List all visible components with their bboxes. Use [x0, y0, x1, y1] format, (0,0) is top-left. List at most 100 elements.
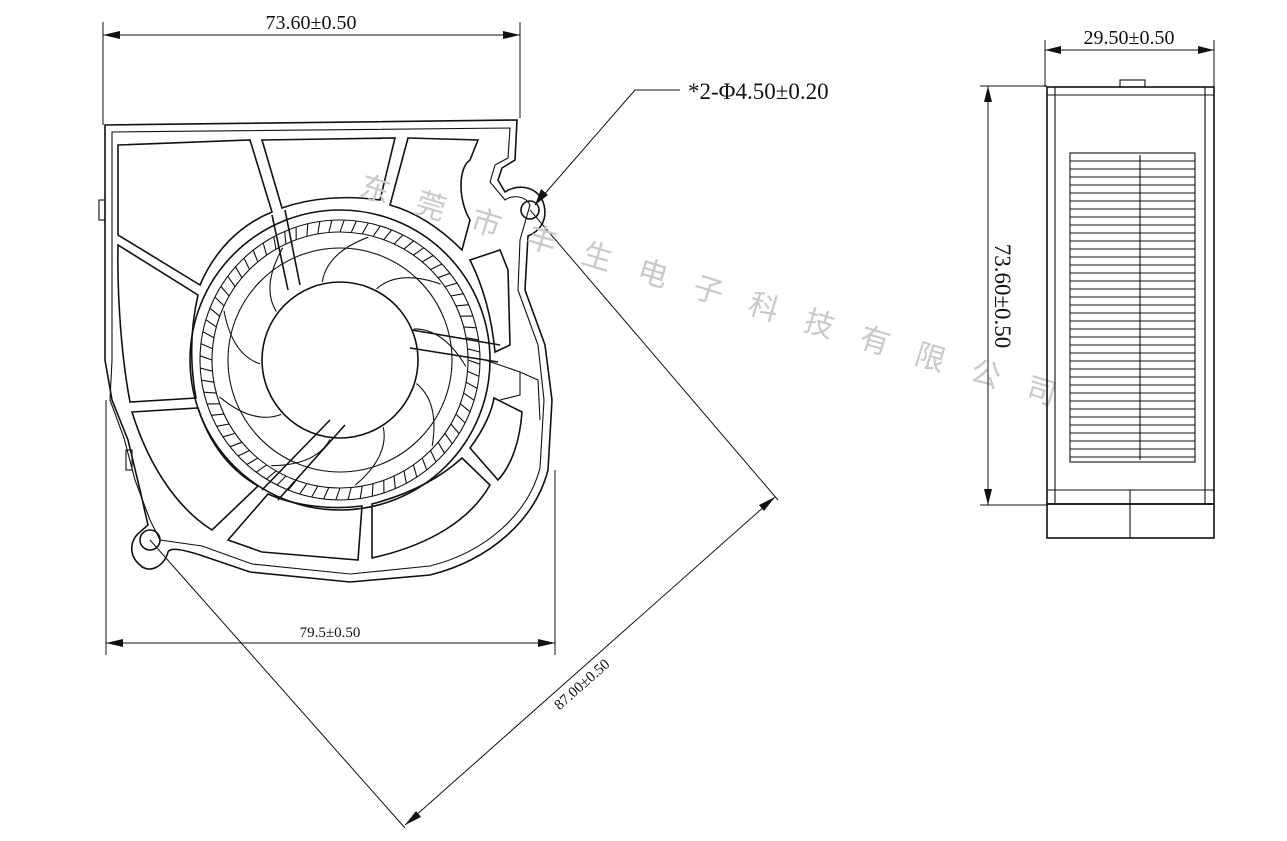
watermark-char: 限: [911, 337, 950, 379]
blade-sweep: [355, 427, 385, 486]
blade-tick: [455, 304, 469, 307]
blade-tick: [317, 221, 321, 234]
blade-tick: [463, 392, 475, 401]
panel-top: [260, 137, 397, 210]
blade-tick: [403, 240, 414, 250]
side-dimensions: 29.50±0.50 73.60±0.50: [980, 27, 1215, 506]
side-fin-lines: [1069, 152, 1196, 463]
mount-hole-top: [520, 200, 540, 220]
blade-tick: [359, 486, 363, 499]
blade-tick: [203, 391, 217, 394]
scroll-curve: [484, 359, 541, 421]
impeller-blades: [199, 219, 481, 501]
housing-inner-outline: [109, 127, 545, 575]
blade-tick: [455, 413, 466, 424]
strut-top: [271, 209, 301, 291]
diagonal-dim-label: 87.00±0.50: [551, 656, 613, 713]
blade-tick: [299, 483, 308, 495]
blade-tick: [328, 220, 333, 233]
rotor-ring-outer: [189, 209, 491, 511]
blade-tick: [205, 319, 217, 328]
watermark-char: 电: [633, 253, 672, 295]
blade-tick: [339, 219, 345, 233]
blade-tick: [200, 343, 213, 350]
blade-tick: [227, 275, 236, 287]
blade-tick: [467, 348, 480, 353]
mount-hole-bottom: [139, 529, 161, 551]
blade-tick: [255, 464, 267, 473]
height-dim-label: 73.60±0.50: [990, 244, 1015, 349]
watermark-char: 东: [356, 169, 395, 211]
blade-sweep: [416, 383, 435, 446]
front-view: [98, 119, 553, 583]
blade-tick: [430, 450, 437, 463]
blade-tick: [437, 442, 445, 454]
blade-tick: [465, 381, 478, 389]
side-view: [1046, 79, 1215, 539]
blade-tick: [252, 249, 259, 263]
blade-sweep: [219, 396, 282, 418]
blade-tick: [444, 433, 453, 445]
blade-tick: [216, 423, 230, 427]
blade-tick: [273, 236, 277, 250]
rotor-ring-3: [211, 231, 469, 489]
watermark-char: 莞: [411, 186, 450, 228]
blade-tick: [383, 229, 393, 241]
blade-tick: [403, 470, 407, 484]
blade-tick: [450, 293, 464, 297]
watermark-char: 市: [467, 203, 506, 245]
blade-tick: [262, 242, 268, 256]
side-fin-frame: [1069, 152, 1196, 463]
blade-tick: [467, 359, 481, 365]
blade-tick: [467, 370, 480, 377]
panel-bottom: [226, 493, 363, 561]
panel-top-right: [389, 137, 480, 252]
panel-right: [468, 249, 511, 354]
watermark-char: 公: [966, 354, 1005, 396]
blade-tick: [222, 432, 236, 438]
panel-right-lower: [468, 396, 523, 482]
blade-tick: [202, 331, 215, 339]
blade-tick: [412, 464, 418, 478]
hole-dim-label: *2-Φ4.50±0.20: [688, 79, 829, 104]
blade-tick: [459, 403, 471, 413]
blade-tick: [444, 282, 458, 288]
company-watermark: 东莞市丰生电子科技有限公司: [356, 169, 1061, 413]
blade-tick: [450, 423, 460, 434]
blade-tick: [430, 263, 443, 270]
width-dim-label: 73.60±0.50: [266, 12, 357, 34]
blade-tick: [372, 225, 381, 237]
blade-tick: [323, 487, 330, 500]
thickness-dim-label: 29.50±0.50: [1084, 27, 1175, 49]
blade-tick: [199, 355, 213, 361]
blade-tick: [229, 441, 243, 448]
blade-tick: [393, 475, 396, 489]
blade-tick: [201, 379, 214, 383]
blade-tick: [421, 457, 428, 471]
watermark-char: 技: [800, 304, 839, 346]
blade-tick: [335, 487, 341, 501]
panel-bottom-left: [130, 407, 260, 532]
blade-tick: [237, 450, 250, 457]
blade-sweep: [321, 236, 369, 283]
left-tab-bottom: [125, 449, 133, 471]
blade-tick: [422, 255, 434, 263]
blade-tick: [200, 367, 213, 372]
blade-sweep: [269, 247, 284, 312]
bottom-dim-label: 79.5±0.50: [300, 625, 361, 641]
blade-tick: [311, 485, 319, 498]
blade-sweep: [413, 328, 467, 367]
panel-left: [117, 243, 199, 403]
blade-tick: [361, 222, 369, 235]
blade-tick: [393, 234, 404, 245]
side-top-tab: [1119, 79, 1146, 88]
blade-tick: [220, 286, 230, 297]
blade-tick: [463, 326, 477, 329]
left-tab-top: [98, 199, 106, 221]
rotor-ring-2: [199, 219, 481, 501]
blade-tick: [306, 223, 309, 237]
blade-tick: [413, 247, 425, 256]
front-dimensions: 73.60±0.50 79.5±0.50 *2-Φ4.50±0.20 87.00…: [102, 12, 829, 829]
housing-outline: [104, 119, 553, 583]
